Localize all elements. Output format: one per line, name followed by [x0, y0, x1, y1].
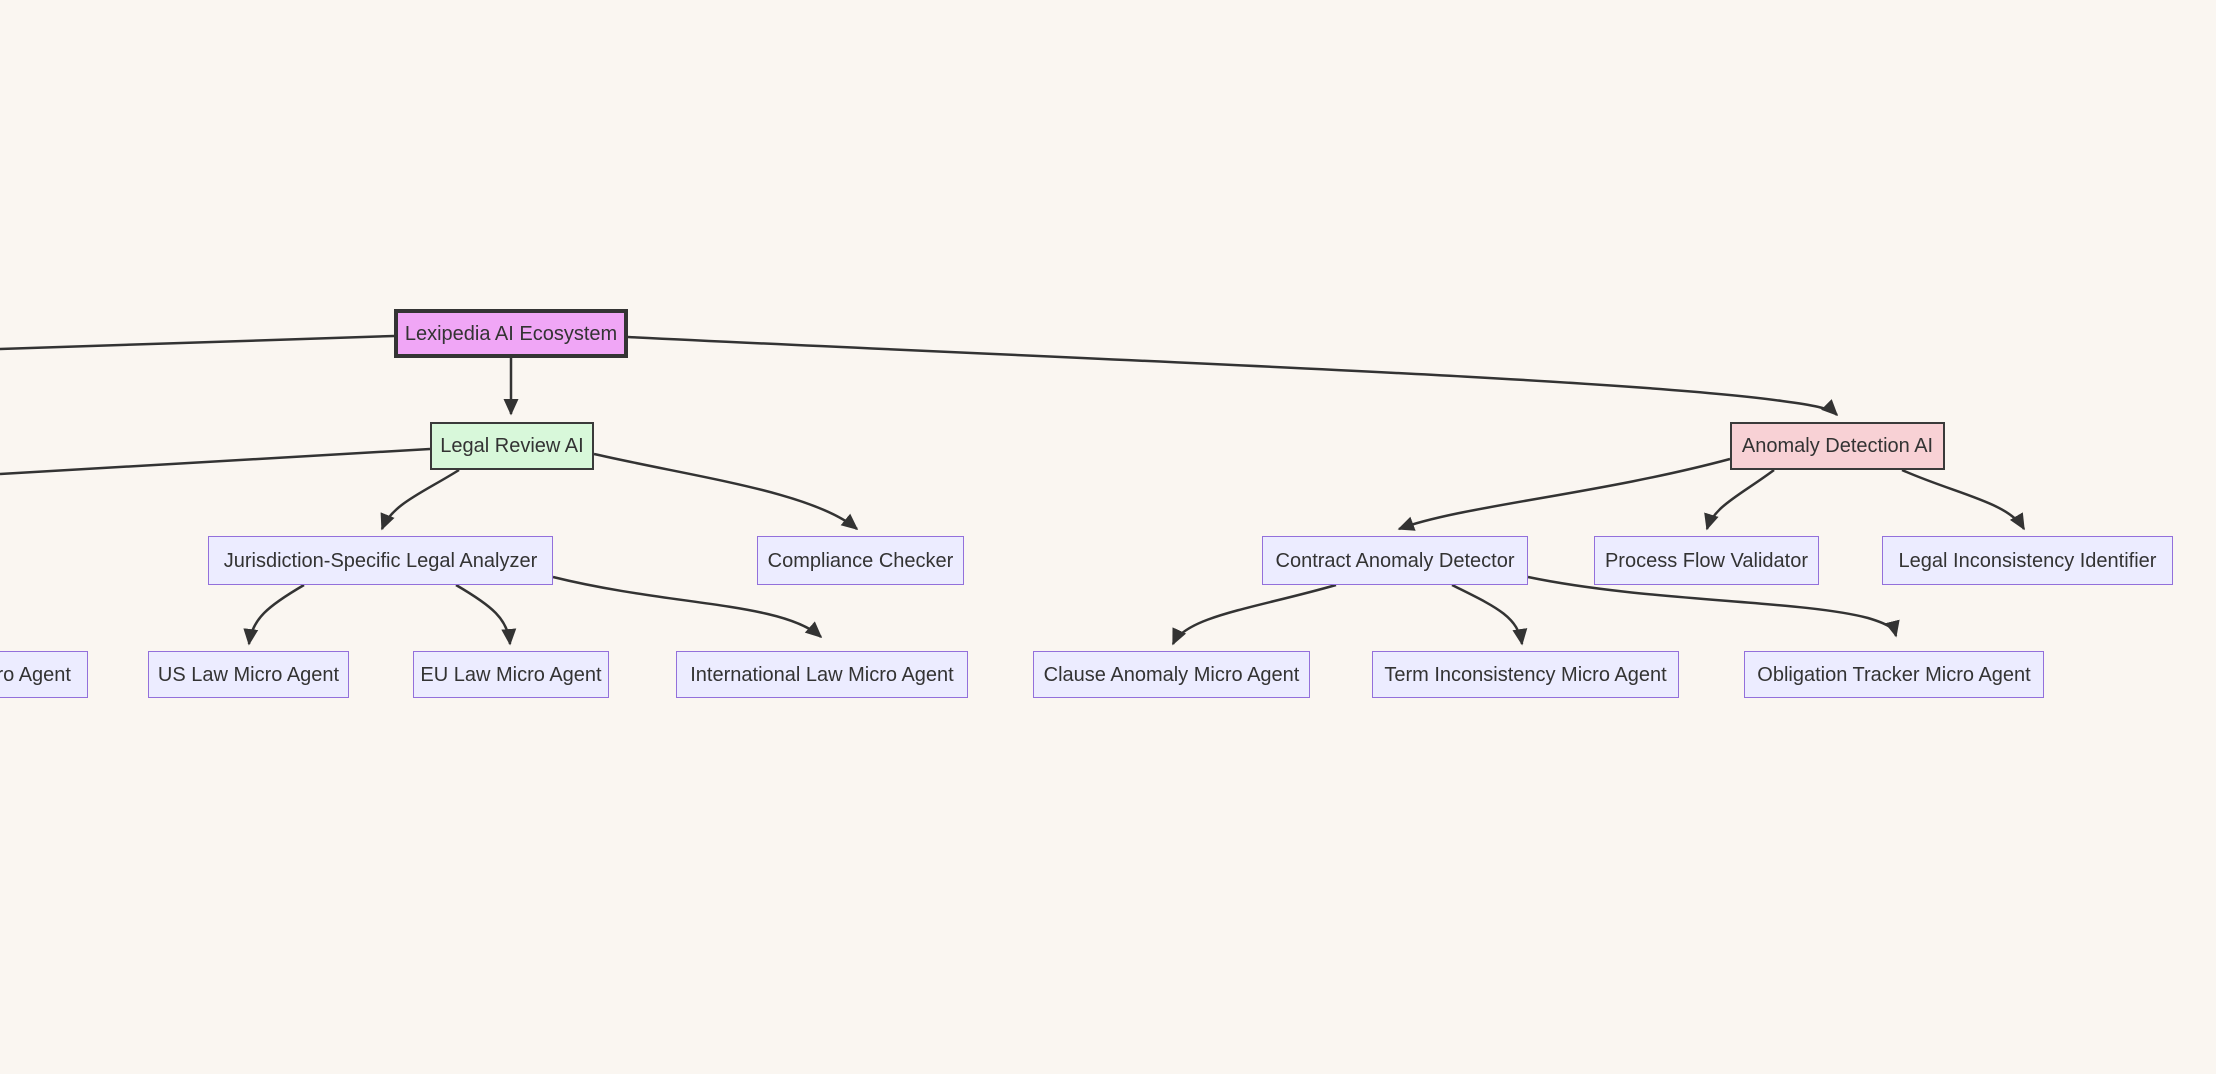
edge-legal-review-to-offscreen-left	[0, 447, 431, 476]
edge-legal-review-to-compliance-checker	[593, 452, 859, 530]
node-legal-review: Legal Review AI	[430, 422, 594, 470]
node-process-flow: Process Flow Validator	[1594, 536, 1819, 585]
node-cut-micro-agent: ro Agent	[0, 651, 88, 698]
node-contract-anomaly: Contract Anomaly Detector	[1262, 536, 1528, 585]
edge-contract-anomaly-to-term-inconsistency	[1451, 583, 1528, 646]
node-eu-law: EU Law Micro Agent	[413, 651, 609, 698]
edge-anomaly-detection-to-process-flow	[1704, 468, 1775, 531]
node-anomaly-detection: Anomaly Detection AI	[1730, 422, 1945, 470]
edge-contract-anomaly-to-clause-anomaly	[1171, 583, 1337, 646]
node-lexipedia: Lexipedia AI Ecosystem	[394, 309, 628, 358]
node-us-law: US Law Micro Agent	[148, 651, 349, 698]
edge-lexipedia-to-anomaly-detection	[627, 335, 1839, 417]
node-term-inconsistency: Term Inconsistency Micro Agent	[1372, 651, 1679, 698]
edge-lexipedia-to-offscreen-left	[0, 334, 395, 351]
node-obligation-tracker: Obligation Tracker Micro Agent	[1744, 651, 2044, 698]
edge-jurisdiction-analyzer-to-intl-law	[552, 575, 823, 639]
node-intl-law: International Law Micro Agent	[676, 651, 968, 698]
edge-jurisdiction-analyzer-to-us-law	[243, 583, 305, 646]
edge-legal-review-to-jurisdiction-analyzer	[380, 468, 460, 531]
node-clause-anomaly: Clause Anomaly Micro Agent	[1033, 651, 1310, 698]
edge-contract-anomaly-to-obligation-tracker	[1527, 575, 1900, 638]
node-legal-inconsistency: Legal Inconsistency Identifier	[1882, 536, 2173, 585]
edge-anomaly-detection-to-legal-inconsistency	[1901, 468, 2026, 531]
edge-anomaly-detection-to-contract-anomaly	[1397, 457, 1731, 531]
edge-jurisdiction-analyzer-to-eu-law	[455, 583, 517, 646]
node-compliance-checker: Compliance Checker	[757, 536, 964, 585]
node-jurisdiction-analyzer: Jurisdiction-Specific Legal Analyzer	[208, 536, 553, 585]
